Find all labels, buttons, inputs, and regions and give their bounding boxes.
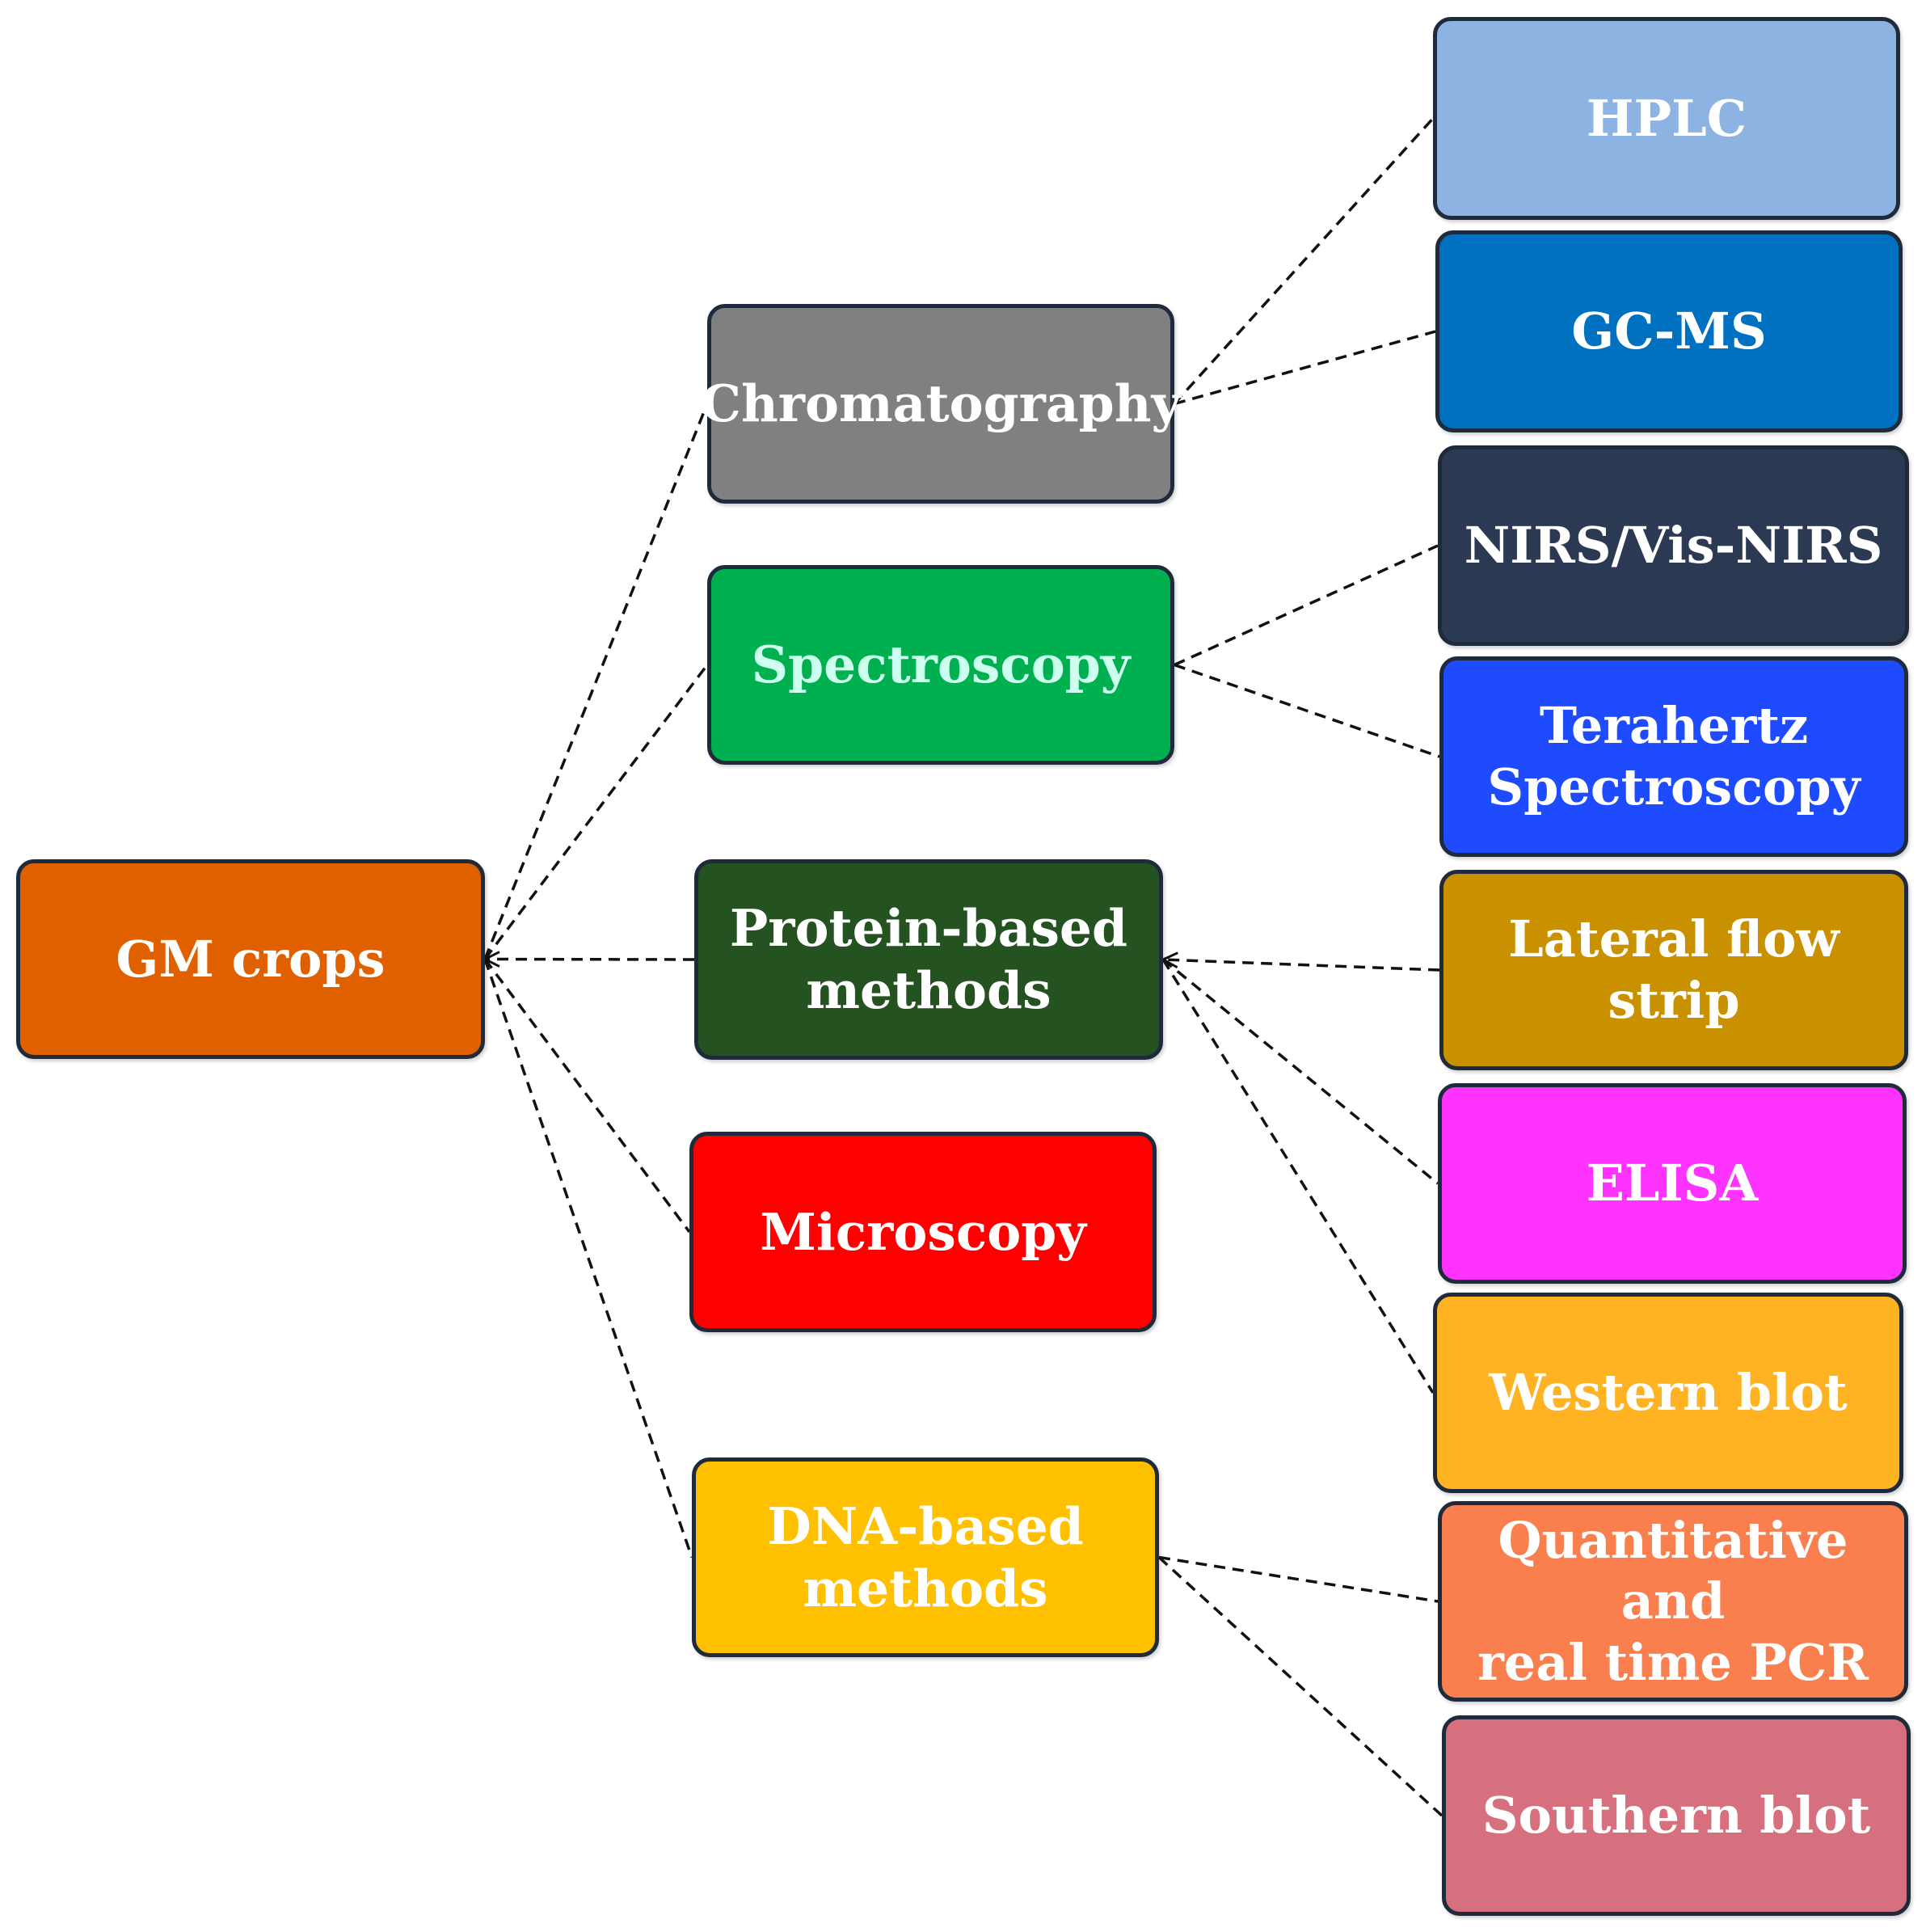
spectroscopy-label: Spectroscopy bbox=[751, 635, 1131, 695]
gm-crops-node: GM crops bbox=[16, 859, 485, 1059]
connector-protein_based-elisa bbox=[1161, 958, 1439, 1185]
southern-blot-label: Southern blot bbox=[1481, 1786, 1871, 1846]
microscopy-label: Microscopy bbox=[760, 1201, 1086, 1262]
terahertz-spectroscopy-node: Terahertz Spectroscopy bbox=[1439, 656, 1908, 857]
elisa-node: ELISA bbox=[1438, 1083, 1907, 1284]
western-blot-node: Western blot bbox=[1433, 1293, 1903, 1493]
quantitative-real-time-pcr-label: Quantitative and real time PCR bbox=[1477, 1510, 1869, 1692]
dna-based-methods-node: DNA-based methods bbox=[692, 1457, 1159, 1657]
western-blot-label: Western blot bbox=[1489, 1363, 1848, 1423]
connector-chromatography-gc_ms bbox=[1174, 330, 1436, 406]
elisa-label: ELISA bbox=[1586, 1154, 1759, 1213]
chromatography-node: Chromatography bbox=[701, 304, 1181, 504]
hplc-label: HPLC bbox=[1586, 88, 1747, 148]
connector-gm_crops-microscopy bbox=[483, 958, 691, 1234]
connector-spectroscopy-terahertz bbox=[1174, 663, 1440, 758]
connector-dna_based-southern_blot bbox=[1157, 1556, 1443, 1817]
nirs-vis-nirs-node: NIRS/Vis-NIRS bbox=[1438, 445, 1909, 646]
connector-lateral_flow-protein_based bbox=[1163, 960, 1440, 972]
chromatography-label: Chromatography bbox=[700, 373, 1182, 434]
dna-based-methods-label: DNA-based methods bbox=[767, 1495, 1084, 1618]
protein-based-methods-node: Protein-based methods bbox=[694, 859, 1163, 1060]
southern-blot-node: Southern blot bbox=[1442, 1715, 1911, 1916]
nirs-vis-nirs-label: NIRS/Vis-NIRS bbox=[1464, 516, 1883, 576]
microscopy-node: Microscopy bbox=[689, 1132, 1157, 1332]
terahertz-spectroscopy-label: Terahertz Spectroscopy bbox=[1487, 696, 1861, 816]
connector-gm_crops-chromatography bbox=[483, 403, 709, 960]
gc-ms-label: GC-MS bbox=[1571, 302, 1767, 361]
lateral-flow-strip-node: Lateral flow strip bbox=[1439, 870, 1908, 1070]
gc-ms-node: GC-MS bbox=[1435, 230, 1903, 432]
gm-crops-label: GM crops bbox=[116, 929, 386, 989]
lateral-flow-strip-label: Lateral flow strip bbox=[1508, 909, 1840, 1030]
protein-based-methods-label: Protein-based methods bbox=[729, 898, 1128, 1020]
connector-chromatography-hplc bbox=[1173, 117, 1435, 405]
connector-gm_crops-spectroscopy bbox=[483, 664, 709, 960]
connector-dna_based-qpcr bbox=[1158, 1555, 1439, 1603]
hplc-node: HPLC bbox=[1433, 17, 1900, 220]
quantitative-real-time-pcr-node: Quantitative and real time PCR bbox=[1438, 1501, 1908, 1702]
connector-gm_crops-dna_based bbox=[483, 958, 693, 1559]
spectroscopy-node: Spectroscopy bbox=[707, 565, 1174, 765]
connector-protein_based-western_blot bbox=[1161, 959, 1435, 1394]
connector-spectroscopy-nirs bbox=[1174, 544, 1439, 667]
